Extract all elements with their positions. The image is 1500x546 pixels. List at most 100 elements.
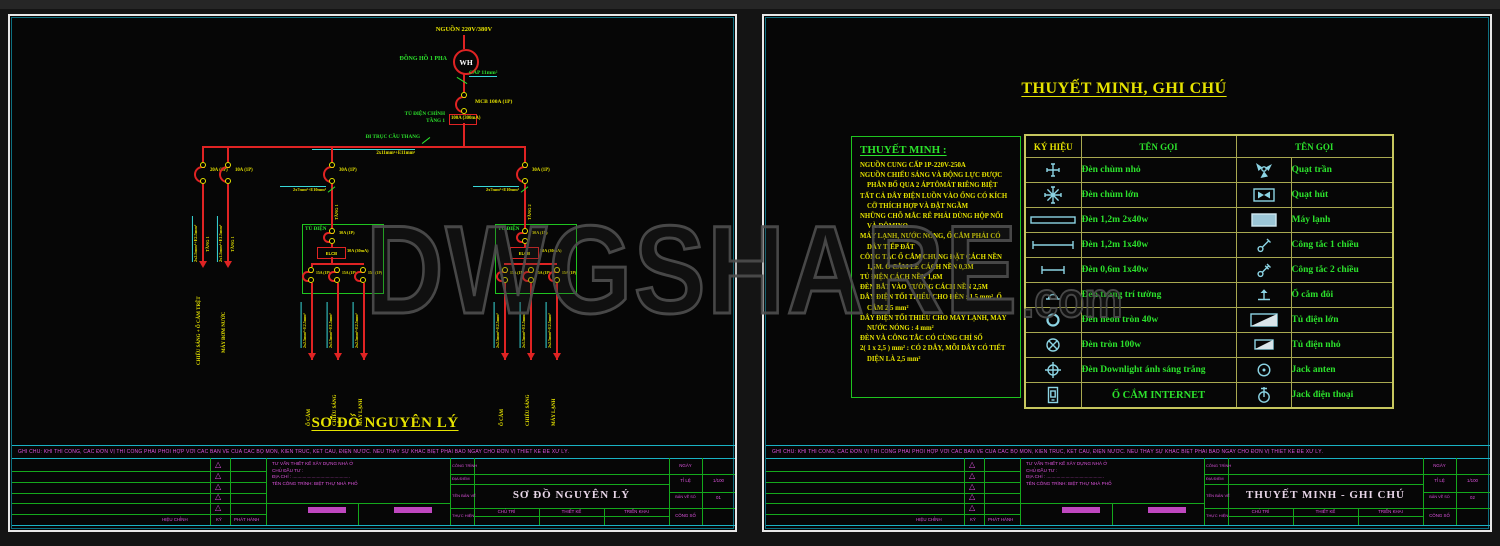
titleblock-label: CHỦ TRÌ xyxy=(1251,509,1270,514)
wire xyxy=(504,283,506,360)
wire xyxy=(556,283,558,360)
titleblock-line xyxy=(1112,503,1113,525)
strip-line xyxy=(12,458,735,459)
panel-large-icon xyxy=(1249,311,1278,328)
legend-row: Đèn neon tròn 40w Tủ điện lớn xyxy=(1024,307,1394,333)
switch-2way-icon xyxy=(1256,261,1272,278)
branch-b-floor-label: TẦNG 1 xyxy=(230,236,235,252)
wire xyxy=(463,35,465,49)
legend-name: Quạt hút xyxy=(1290,182,1394,208)
panel-small-icon xyxy=(1253,336,1274,353)
circuit-breaker-label: 15A (1P) xyxy=(368,271,383,275)
branch-b-breaker-label: 10A (1P) xyxy=(235,168,253,173)
legend-name: Đèn chùm nhỏ xyxy=(1080,157,1237,183)
elcb-rating-label: 30A (30mA) xyxy=(347,248,369,253)
sheet-title: SƠ ĐỒ NGUYÊN LÝ xyxy=(311,415,459,431)
breaker-symbol xyxy=(496,267,511,283)
titleblock-line xyxy=(12,471,266,472)
legend-name: Jack anten xyxy=(1290,357,1394,383)
notes-heading: THUYẾT MINH : xyxy=(860,144,947,156)
wire xyxy=(311,265,313,267)
titleblock-line xyxy=(1228,458,1229,525)
branch-b-cable-label: 2x1.5mm²+E1.5mm² xyxy=(217,216,224,262)
titleblock-line xyxy=(450,508,735,509)
address-label: ĐỊA CHỈ : ..............................… xyxy=(272,474,350,479)
revision-label: HIỆU CHỈNH xyxy=(916,516,942,522)
wire xyxy=(524,184,526,224)
breaker-symbol xyxy=(323,162,338,184)
titleblock-label: THIẾT KẾ xyxy=(561,509,582,514)
sheet-number: 02 xyxy=(1470,495,1475,500)
wire xyxy=(524,257,526,263)
legend-name: Công tắc 1 chiều xyxy=(1290,232,1394,258)
titleblock-label: BẢN VẼ SỐ xyxy=(1429,495,1450,499)
signature-stamp xyxy=(1062,507,1100,513)
titleblock-line xyxy=(766,482,1020,483)
titleblock-label: NGÀY xyxy=(679,463,692,468)
sign-label: KÝ xyxy=(970,516,976,522)
antenna-jack-icon xyxy=(1256,361,1272,378)
arrowhead xyxy=(527,353,535,360)
branch-a-floor-label: TẦNG 1 xyxy=(205,236,210,252)
sheet-notes-legend: THUYẾT MINH, GHI CHÚ THUYẾT MINH : NGUỒN… xyxy=(762,14,1492,532)
signature-stamp xyxy=(1148,507,1186,513)
titleblock-line xyxy=(1423,492,1490,493)
arrowhead xyxy=(199,261,207,268)
legend-header-symbol: KÝ HIỆU xyxy=(1024,134,1082,158)
titleblock-line xyxy=(702,458,703,525)
legend-name: Đèn neon tròn 40w xyxy=(1080,307,1237,333)
arrowhead xyxy=(553,353,561,360)
circuit-cable-label: 2x1.5mm²+E1.5mm² xyxy=(520,302,527,348)
panel-name-label: TỦ ĐIỆN xyxy=(305,226,327,232)
leader-line xyxy=(421,137,431,144)
breaker-symbol xyxy=(516,228,531,244)
revision-triangle-icon: △ xyxy=(969,460,976,469)
legend-name: Tủ điện nhỏ xyxy=(1290,332,1394,358)
sign-label: KÝ xyxy=(216,516,222,522)
issue-label: PHÁT HÀNH xyxy=(988,516,1014,522)
round-light-icon xyxy=(1045,336,1061,353)
air-conditioner-icon xyxy=(1250,211,1277,228)
revision-triangle-icon: △ xyxy=(969,482,976,491)
revision-triangle-icon: △ xyxy=(215,460,222,469)
source-label: NGUỒN 220V/380V xyxy=(435,26,493,33)
wire xyxy=(331,148,333,162)
note-item: NGUỒN CHIẾU SÁNG VÀ ĐỘNG LỰC ĐƯỢC PHÂN B… xyxy=(860,172,1003,190)
arrowhead xyxy=(224,261,232,268)
branch-a-breaker-label: 20A (1P) xyxy=(210,168,228,173)
main-panel-label-2: TẦNG 1 xyxy=(426,118,445,124)
signature-stamp xyxy=(394,507,432,513)
sheet-number: 01 xyxy=(716,495,721,500)
titleblock-label: CHỦ TRÌ xyxy=(497,509,516,514)
titleblock-label: CÔNG TRÌNH xyxy=(452,463,478,468)
titleblock-label: THIẾT KẾ xyxy=(1315,509,1336,514)
breaker-symbol xyxy=(323,228,338,244)
legend-name: Máy lạnh xyxy=(1290,207,1394,233)
general-note: GHI CHÚ: KHI THI CÔNG, CÁC ĐƠN VỊ THI CÔ… xyxy=(772,448,1324,455)
wire xyxy=(363,283,365,360)
wire xyxy=(331,224,333,228)
titleblock-line xyxy=(964,458,965,525)
project-name: TÊN CÔNG TRÌNH: BIỆT THỰ NHÀ PHỐ xyxy=(272,480,358,486)
wire xyxy=(227,148,229,162)
titleblock-label: TRIỂN KHAI xyxy=(1378,509,1403,514)
circuit-load-label: CHIẾU SÁNG xyxy=(526,394,531,426)
legend-row: Đèn 0,6m 1x40w Công tắc 2 chiều xyxy=(1024,257,1394,283)
note-item: ĐÈN BẮT VÀO TƯỜNG CÁCH NỀN 2,5M xyxy=(860,284,988,292)
fluorescent-1m2-1x40-icon xyxy=(1030,236,1076,253)
riser-cable-label: 2x11mm²+E11mm² xyxy=(312,149,415,157)
legend-row: Đèn chùm nhỏ Quạt trần xyxy=(1024,157,1394,183)
note-item: NGUỒN CUNG CẤP 1P-220V-250A xyxy=(860,162,966,169)
titleblock-line xyxy=(604,508,605,525)
leader-line xyxy=(456,76,468,85)
titleblock-line xyxy=(1204,508,1490,509)
main-cable-label: CÁP 11mm² xyxy=(469,70,498,78)
legend-name: Ổ cắm đôi xyxy=(1290,282,1394,308)
neon-ring-icon xyxy=(1045,311,1061,328)
legend-row: Ổ CẮM INTERNET Jack điện thoại xyxy=(1024,382,1394,409)
titleblock-label: CÔNG SỐ xyxy=(675,513,696,518)
circuit-breaker-label: 15A (1P) xyxy=(562,271,577,275)
legend-name: Đèn tròn 100w xyxy=(1080,332,1237,358)
titleblock-label: THỰC HIỆN xyxy=(1206,513,1229,518)
